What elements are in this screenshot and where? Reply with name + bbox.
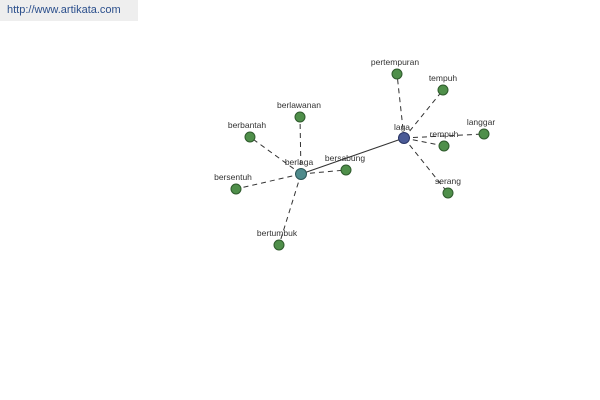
nodes-layer xyxy=(230,68,490,251)
edge-laga-rempuh xyxy=(403,137,445,147)
node-bersentuh[interactable] xyxy=(230,183,242,195)
node-label-serang[interactable]: serang xyxy=(435,176,461,186)
node-label-langgar[interactable]: langgar xyxy=(467,117,496,127)
node-label-bertumbuk[interactable]: bertumbuk xyxy=(257,228,298,238)
node-label-berbantah[interactable]: berbantah xyxy=(228,120,267,130)
node-label-berlaga[interactable]: berlaga xyxy=(285,157,314,167)
labels-layer: laga berlaga pertempuran tempuh rempuh langga… xyxy=(214,57,495,238)
node-tempuh[interactable] xyxy=(437,84,449,96)
edge-laga-langgar xyxy=(403,133,485,139)
node-serang[interactable] xyxy=(442,187,454,199)
node-bertumbuk[interactable] xyxy=(273,239,285,251)
edge-laga-berlaga xyxy=(300,137,405,175)
edge-laga-pertempuran xyxy=(396,73,405,139)
node-berlaga[interactable] xyxy=(295,168,307,180)
node-label-pertempuran[interactable]: pertempuran xyxy=(371,57,419,67)
edge-berlaga-bertumbuk xyxy=(278,173,302,246)
node-rempuh[interactable] xyxy=(438,140,450,152)
node-bersabung[interactable] xyxy=(340,164,352,176)
edges-layer xyxy=(235,73,485,246)
node-berlawanan[interactable] xyxy=(294,111,306,123)
edge-berlaga-bersentuh xyxy=(235,173,302,190)
edge-berlaga-berbantah xyxy=(249,136,302,175)
node-label-bersentuh[interactable]: bersentuh xyxy=(214,172,252,182)
edge-laga-tempuh xyxy=(403,89,444,139)
edge-berlaga-bersabung xyxy=(300,169,347,175)
node-label-bersabung[interactable]: bersabung xyxy=(325,153,365,163)
node-label-berlawanan[interactable]: berlawanan xyxy=(277,100,321,110)
node-label-laga[interactable]: laga xyxy=(394,122,410,132)
edge-berlaga-berlawanan xyxy=(299,116,302,175)
node-label-rempuh[interactable]: rempuh xyxy=(430,129,459,139)
node-laga[interactable] xyxy=(398,132,410,144)
node-pertempuran[interactable] xyxy=(391,68,403,80)
edge-laga-serang xyxy=(403,137,449,194)
node-langgar[interactable] xyxy=(478,128,490,140)
node-berbantah[interactable] xyxy=(244,131,256,143)
node-label-tempuh[interactable]: tempuh xyxy=(429,73,458,83)
watermark-url[interactable]: http://www.artikata.com xyxy=(0,0,138,21)
